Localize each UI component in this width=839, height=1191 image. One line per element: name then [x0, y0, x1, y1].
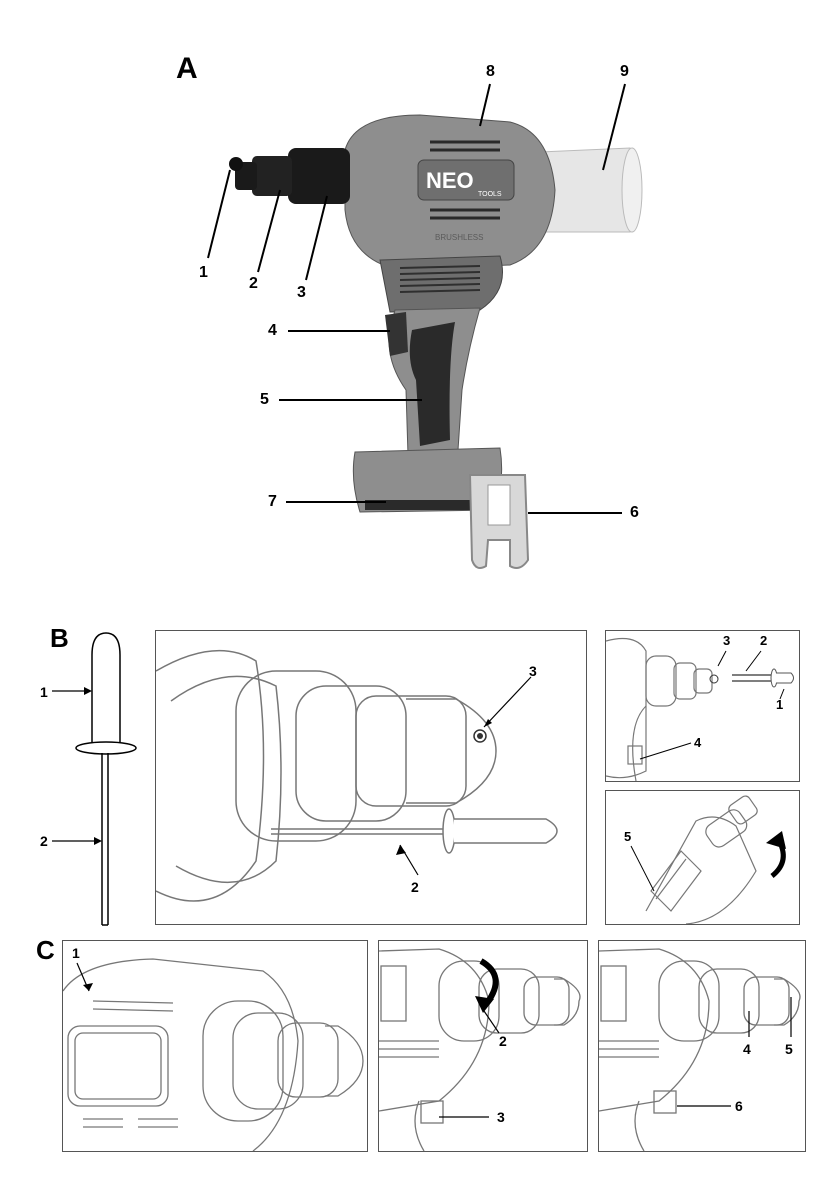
label-a-7: 7	[268, 493, 277, 511]
label-a-1: 1	[199, 264, 208, 282]
panel-c-1: 1	[62, 940, 368, 1152]
label-a-4: 4	[268, 322, 277, 340]
panel-b-main: 3 2	[155, 630, 587, 925]
panel-b-bottom-right: 5	[605, 790, 800, 925]
label-a-2: 2	[249, 275, 258, 293]
label-b-tr-2: 2	[760, 633, 767, 648]
panel-b-top-right: 3 2 1 4	[605, 630, 800, 782]
label-c2-2: 2	[499, 1033, 507, 1049]
label-c2-3: 3	[497, 1109, 505, 1125]
label-a-3: 3	[297, 284, 306, 302]
section-c-letter: C	[36, 935, 55, 966]
rivet-diagram	[40, 625, 150, 930]
label-b-main-2: 2	[411, 879, 419, 895]
label-c3-4: 4	[743, 1041, 751, 1057]
label-a-8: 8	[486, 63, 495, 81]
label-c3-6: 6	[735, 1098, 743, 1114]
label-b-tr-3: 3	[723, 633, 730, 648]
panel-c-3: 4 5 6	[598, 940, 806, 1152]
label-c1-1: 1	[72, 945, 80, 961]
label-b-tr-4: 4	[694, 735, 701, 750]
label-b-main-3: 3	[529, 663, 537, 679]
label-b-br-5: 5	[624, 829, 631, 844]
label-c3-5: 5	[785, 1041, 793, 1057]
label-a-6: 6	[630, 504, 639, 522]
label-a-5: 5	[260, 391, 269, 409]
fig-a-leader-lines	[0, 0, 839, 600]
label-a-9: 9	[620, 63, 629, 81]
label-b-rivet-2: 2	[40, 833, 48, 849]
label-b-rivet-1: 1	[40, 684, 48, 700]
label-b-tr-1: 1	[776, 697, 783, 712]
panel-c-2: 2 3	[378, 940, 588, 1152]
